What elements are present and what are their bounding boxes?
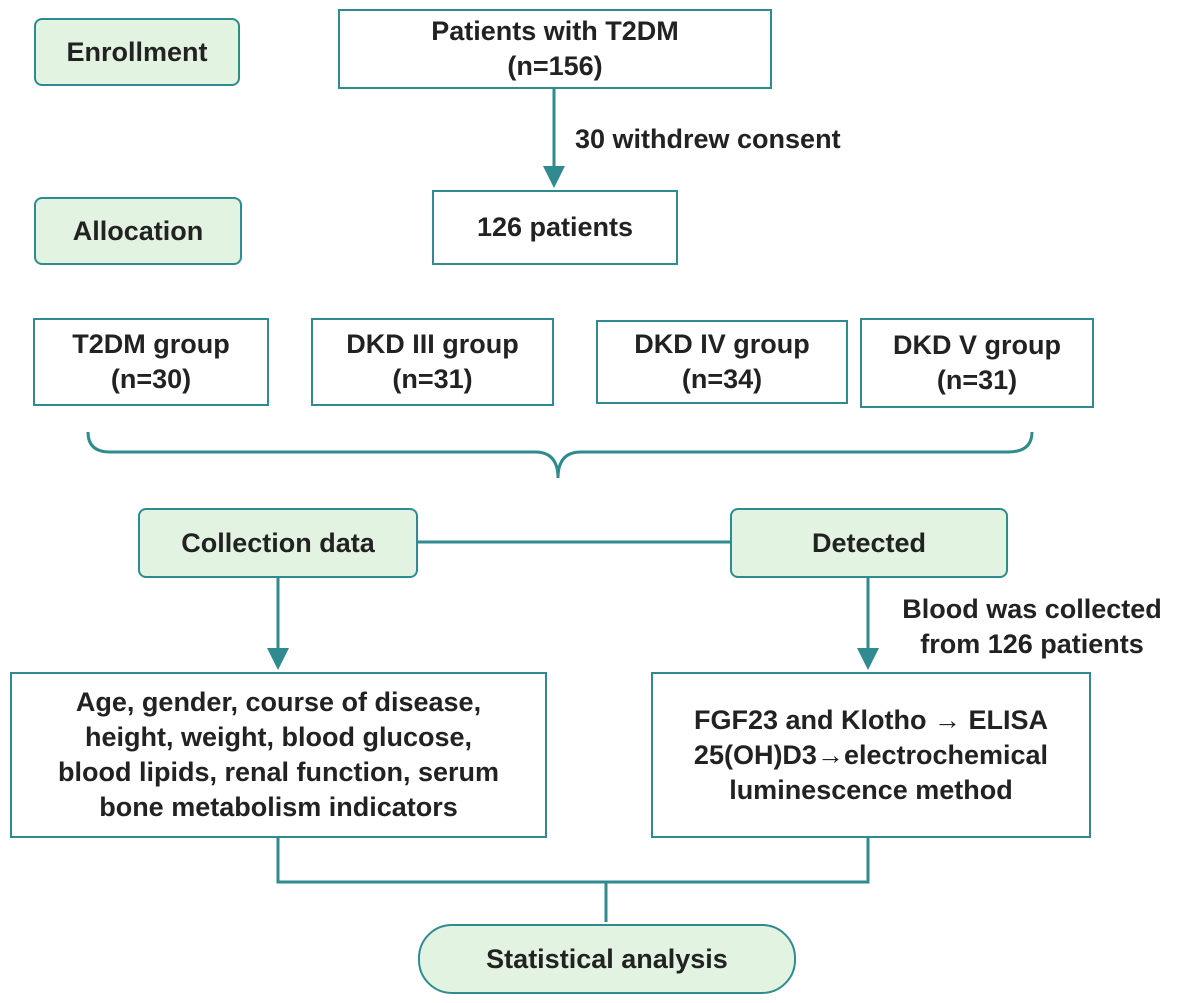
group-box-dkd-iv: DKD IV group (n=34)	[596, 320, 848, 404]
statistical-analysis-box: Statistical analysis	[418, 924, 796, 994]
group-box-dkd-v: DKD V group (n=31)	[860, 318, 1094, 408]
group-box-dkd-iii: DKD III group (n=31)	[311, 318, 554, 406]
groups-brace	[86, 431, 1034, 479]
collected-items-box: Age, gender, course of disease, height, …	[10, 672, 547, 838]
merge-to-analysis	[276, 838, 870, 922]
arrowhead-methods	[857, 648, 879, 670]
group-box-t2dm: T2DM group (n=30)	[33, 318, 269, 406]
patients-total-box: Patients with T2DM (n=156)	[338, 9, 772, 89]
stage-allocation: Allocation	[34, 197, 242, 265]
detected-box: Detected	[730, 508, 1008, 578]
arrowhead-allocation	[543, 166, 565, 188]
blood-collected-label: Blood was collected from 126 patients	[902, 594, 1162, 659]
withdrew-consent-label: 30 withdrew consent	[575, 124, 841, 154]
arrowhead-items	[267, 648, 289, 670]
patients-remaining-box: 126 patients	[432, 190, 678, 265]
collection-data-box: Collection data	[138, 508, 418, 578]
stage-enrollment: Enrollment	[34, 18, 240, 86]
detection-methods-box: FGF23 and Klotho → ELISA 25(OH)D3→electr…	[651, 672, 1091, 838]
